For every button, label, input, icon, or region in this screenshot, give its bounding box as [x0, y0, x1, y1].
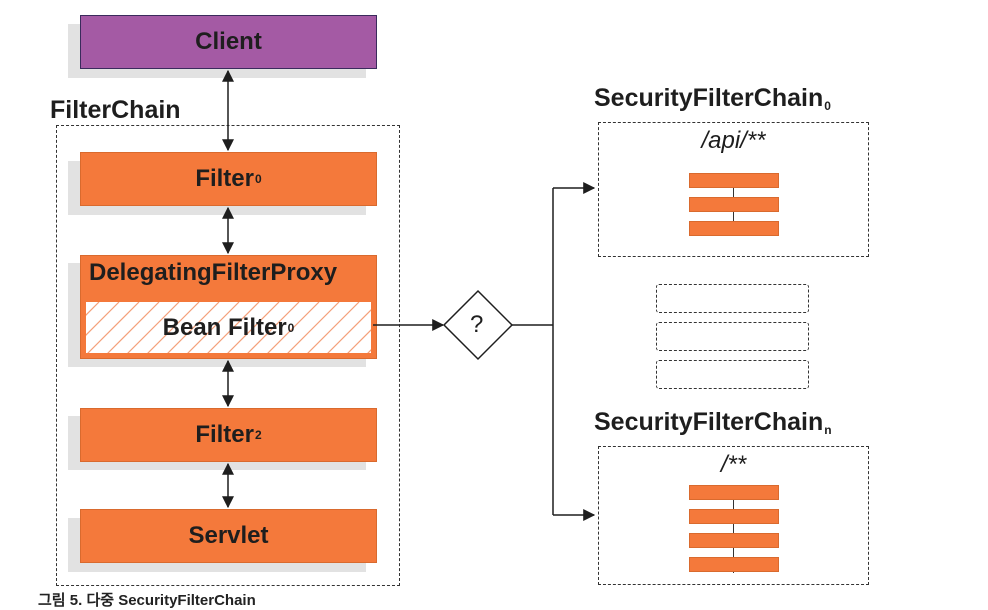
security-chain-0-sub: 0: [824, 99, 831, 113]
servlet-label: Servlet: [188, 522, 269, 549]
security-chain-0-filters: [689, 173, 779, 236]
security-chain-n-filter: [689, 533, 779, 548]
security-chain-0-box: /api/**: [598, 122, 869, 257]
security-chain-n-sub: n: [824, 423, 832, 437]
security-chain-0-filter: [689, 197, 779, 212]
decision-diamond: [442, 289, 514, 361]
filter-chain-label: FilterChain: [50, 96, 181, 124]
filter0-sub: 0: [255, 172, 262, 186]
security-chain-n-box: /**: [598, 446, 869, 585]
filter0-text: Filter: [195, 165, 254, 192]
security-chain-0-filter: [689, 173, 779, 188]
security-chain-n-pattern: /**: [720, 451, 747, 478]
security-chain-n-spine: [733, 485, 734, 573]
bean-filter-text: Bean Filter: [162, 313, 287, 341]
decision-label: ?: [470, 311, 484, 338]
client-label: Client: [195, 28, 262, 55]
placeholder-chain: [656, 360, 809, 389]
bean-filter-hatch: [86, 302, 371, 353]
security-chain-n-filters: [689, 485, 779, 573]
placeholder-chain: [656, 284, 809, 313]
bean-filter-sub: 0: [287, 320, 295, 335]
figure-caption: 그림 5. 다중 SecurityFilterChain: [38, 592, 256, 609]
security-chain-n-title: SecurityFilterChainn: [594, 408, 832, 437]
security-chain-n-filter: [689, 557, 779, 572]
security-chain-0-pattern: /api/**: [701, 127, 766, 154]
client-box: Client: [80, 15, 377, 69]
delegating-filter-proxy-label: DelegatingFilterProxy: [89, 259, 338, 286]
filter2-text: Filter: [195, 421, 254, 448]
security-chain-n-title-text: SecurityFilterChain: [594, 408, 824, 436]
filter2-sub: 2: [255, 428, 262, 442]
placeholder-chain: [656, 322, 809, 351]
security-chain-0-filter: [689, 221, 779, 236]
security-chain-0-title: SecurityFilterChain0: [594, 84, 831, 113]
security-chain-n-filter: [689, 485, 779, 500]
servlet-box: Servlet: [80, 509, 377, 563]
security-chain-0-title-text: SecurityFilterChain: [594, 84, 824, 112]
security-chain-n-filter: [689, 509, 779, 524]
